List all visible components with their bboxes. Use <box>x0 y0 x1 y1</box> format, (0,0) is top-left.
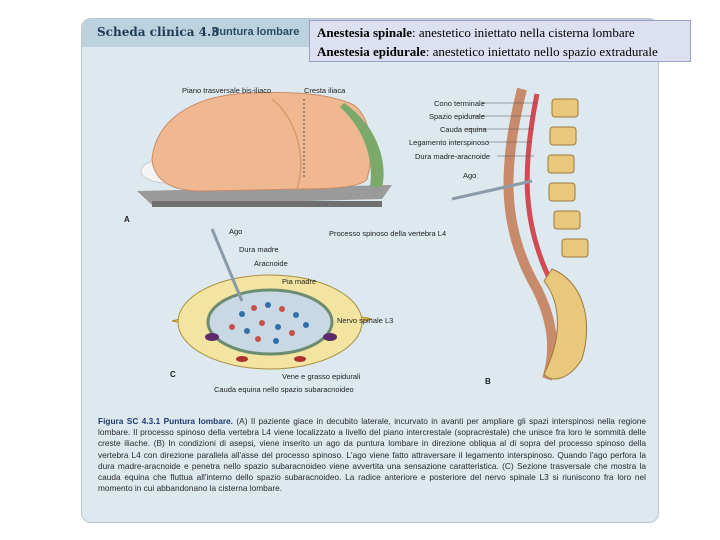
figure-caption: Figura SC 4.3.1 Puntura lombare. (A) Il … <box>98 416 646 494</box>
label-nervo-spinale: Nervo spinale L3 <box>337 316 394 325</box>
label-spazio-epidurale: Spazio epidurale <box>429 112 485 121</box>
card-title: Puntura lombare <box>212 26 300 38</box>
spinal-canal <box>524 93 555 286</box>
label-cono-terminale: Cono terminale <box>434 99 485 108</box>
label-cresta-iliaca: Cresta iliaca <box>304 86 346 95</box>
label-legamento-interspinoso: Legamento interspinoso <box>409 138 490 147</box>
panel-letter-b: B <box>485 377 491 386</box>
callout-line-spinale: Anestesia spinale: anestetico iniettato … <box>317 23 690 42</box>
leader-lines-b <box>467 102 537 157</box>
term-anestesia-epidurale: Anestesia epidurale <box>317 44 426 59</box>
cauda-equina-roots <box>229 302 309 344</box>
desc-anestesia-spinale: : anestetico iniettato nella cisterna lo… <box>411 25 635 40</box>
back-shading <box>271 98 302 190</box>
label-dura-madre: Dura madre <box>239 245 279 254</box>
anesthesia-callout: Anestesia spinale: anestetico iniettato … <box>309 20 691 62</box>
table-edge <box>152 201 382 207</box>
label-cauda-equina: Cauda equina <box>440 125 487 134</box>
term-anestesia-spinale: Anestesia spinale <box>317 25 412 40</box>
label-aracnoide: Aracnoide <box>254 259 288 268</box>
label-dura-madre-aracnoide: Dura madre-aracnoide <box>415 152 491 161</box>
desc-anestesia-epidurale: : anestetico iniettato nello spazio extr… <box>425 44 658 59</box>
sacrum <box>543 268 588 380</box>
needle-c <box>210 228 244 302</box>
needle-b <box>451 179 533 201</box>
panel-letter-c: C <box>170 370 176 379</box>
epidural-veins <box>205 333 337 362</box>
patient-body <box>151 92 372 192</box>
patient-gown <box>340 103 384 187</box>
illustration <box>137 87 589 381</box>
label-piano-trasversale: Piano trasversale bis-iliaco <box>182 86 272 95</box>
clinical-card: Scheda clinica 4.3 Puntura lombare <box>81 18 659 523</box>
label-pia-madre: Pia madre <box>282 277 317 286</box>
label-vene-grasso: Vene e grasso epidurali <box>282 372 361 381</box>
label-ago-c: Ago <box>229 227 243 236</box>
callout-line-epidurale: Anestesia epidurale: anestetico iniettat… <box>317 42 690 61</box>
label-processo-spinoso: Processo spinoso della vertebra L4 <box>329 229 447 238</box>
sagittal-spine-outline <box>503 87 558 381</box>
caption-title: Figura SC 4.3.1 Puntura lombare. <box>98 416 233 426</box>
panel-letter-a: A <box>124 215 130 224</box>
caption-body: (A) Il paziente giace in decubito latera… <box>98 416 646 494</box>
label-ago-b: Ago <box>463 171 477 180</box>
dura-sac <box>206 288 334 356</box>
vertebral-bodies <box>547 98 589 258</box>
label-cauda-subaracnoideo: Cauda equina nello spazio subaracnoideo <box>214 385 354 394</box>
card-kicker: Scheda clinica 4.3 <box>97 25 220 39</box>
